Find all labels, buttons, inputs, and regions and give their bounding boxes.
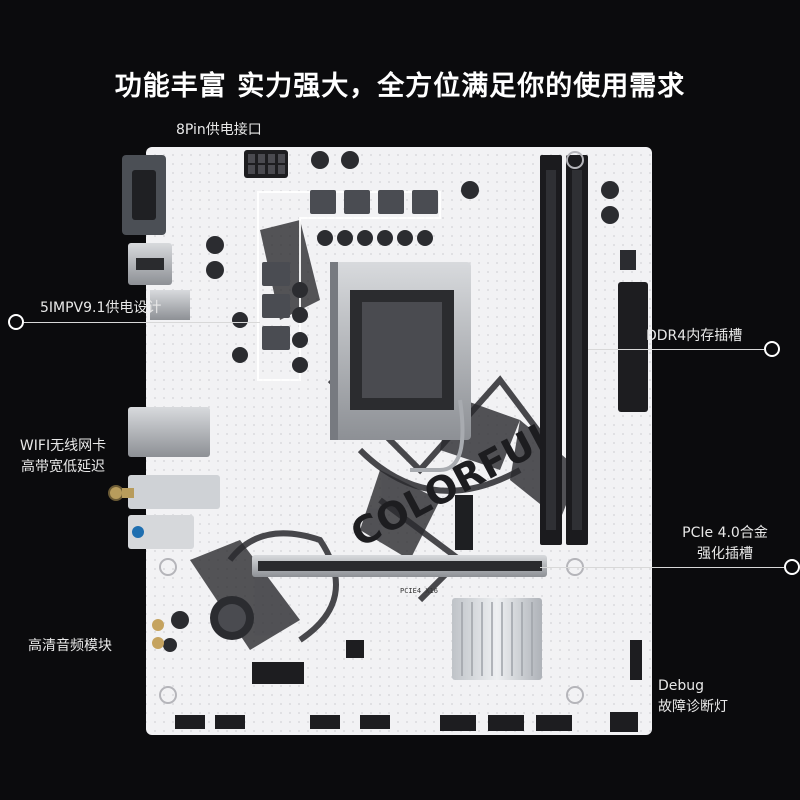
m2-slot (455, 495, 473, 550)
callout-wifi-title: WIFI无线网卡 (19, 438, 107, 454)
callout-marker-ddr4 (764, 341, 780, 357)
wifi-module (128, 475, 220, 509)
callout-pcie-subtitle: 强化插槽 (697, 546, 753, 562)
callout-line-ddr4 (588, 349, 764, 350)
audio-jacks (128, 515, 194, 549)
usb-ports (150, 290, 190, 320)
callout-line-vrm (24, 322, 260, 323)
callout-wifi-subtitle: 高带宽低延迟 (21, 459, 105, 475)
callout-debug-title: Debug (658, 678, 705, 694)
callout-pcie-title: PCIe 4.0合金 (682, 525, 768, 541)
pcie-silkscreen: PCIE4 X16 (400, 587, 438, 595)
callout-marker-pcie (784, 559, 800, 575)
callout-line-pcie (540, 567, 784, 568)
callout-debug-subtitle: 故障诊断灯 (658, 699, 728, 715)
callout-vrm: 5IMPV9.1供电设计 (40, 300, 162, 316)
chipset-heatsink (452, 598, 542, 680)
atx-24pin (618, 282, 648, 412)
callout-audio: 高清音频模块 (28, 638, 112, 654)
callout-ddr4: DDR4内存插槽 (646, 328, 743, 344)
lan-port (128, 407, 210, 457)
page-title: 功能丰富 实力强大，全方位满足你的使用需求 (114, 71, 686, 102)
callout-marker-vrm (8, 314, 24, 330)
callout-8pin-power: 8Pin供电接口 (176, 122, 262, 138)
